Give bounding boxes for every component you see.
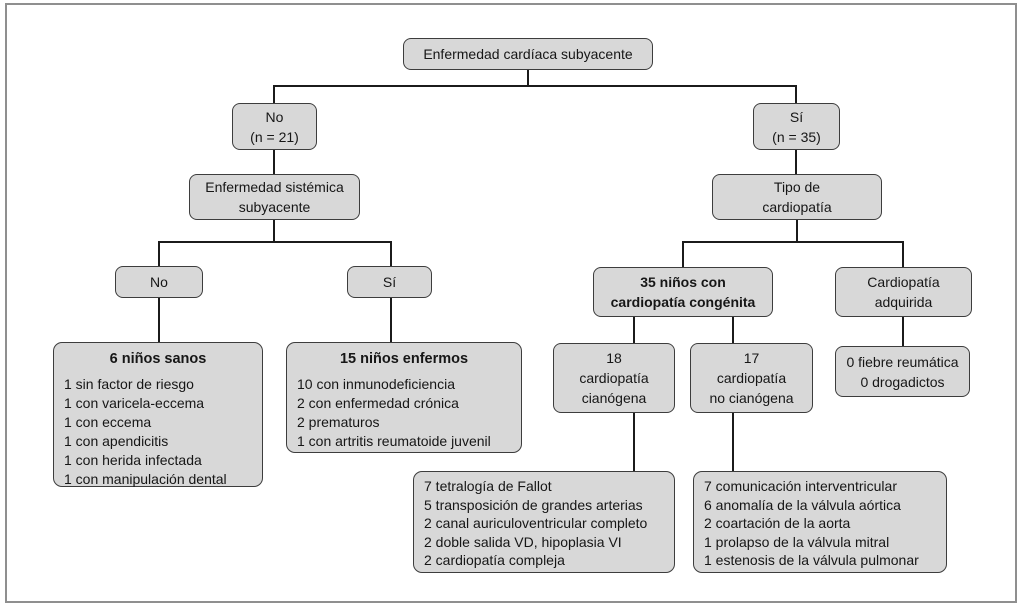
node-ninos-sanos: 6 niños sanos 1 sin factor de riesgo 1 c… bbox=[53, 342, 263, 487]
node-cardiopatia-cianogena: 18 cardiopatía cianógena bbox=[553, 343, 675, 413]
figure-frame bbox=[5, 3, 1017, 603]
connector-adquirida-detail bbox=[902, 317, 904, 346]
connector-sistemica-branch bbox=[158, 241, 392, 243]
connector-si-to-tipo bbox=[795, 150, 797, 174]
connector-to-adquirida bbox=[902, 242, 904, 267]
node-si-sistemica: Sí bbox=[347, 266, 432, 298]
node-no-cianogena-detalle: 7 comunicación interventricular 6 anomal… bbox=[693, 471, 947, 573]
node-root: Enfermedad cardíaca subyacente bbox=[403, 38, 653, 70]
connector-si-to-enfermos bbox=[390, 298, 392, 342]
node-enfermedad-sistemica: Enfermedad sistémica subyacente bbox=[189, 174, 360, 220]
ninos-sanos-items: 1 sin factor de riesgo 1 con varicela-ec… bbox=[64, 376, 227, 487]
connector-nocianogena-detail bbox=[732, 413, 734, 471]
node-adquirida-detalle: 0 fiebre reumática 0 drogadictos bbox=[835, 346, 970, 397]
node-no-sistemica: No bbox=[115, 266, 203, 298]
connector-to-si-sistemica bbox=[390, 242, 392, 268]
connector-congenita-nocianogena bbox=[732, 317, 734, 343]
node-no-n21: No (n = 21) bbox=[232, 103, 317, 150]
ninos-enfermos-items: 10 con inmunodeficiencia 2 con enfermeda… bbox=[297, 376, 491, 449]
connector-no-to-sistemica bbox=[273, 150, 275, 174]
node-cardiopatia-congenita: 35 niños con cardiopatía congénita bbox=[593, 267, 773, 317]
node-tipo-cardiopatia: Tipo de cardiopatía bbox=[712, 174, 882, 220]
node-cianogena-detalle: 7 tetralogía de Fallot 5 transposición d… bbox=[413, 471, 675, 573]
connector-cianogena-detail bbox=[633, 413, 635, 471]
connector-to-no-sistemica bbox=[158, 242, 160, 268]
connector-tipo-stem bbox=[796, 220, 798, 242]
node-cardiopatia-no-cianogena: 17 cardiopatía no cianógena bbox=[690, 343, 813, 413]
node-si-n35: Sí (n = 35) bbox=[753, 103, 840, 150]
no-cianogena-detalle-items: 7 comunicación interventricular 6 anomal… bbox=[704, 478, 919, 569]
connector-to-congenita bbox=[682, 242, 684, 267]
connector-tipo-branch bbox=[682, 241, 904, 243]
ninos-enfermos-title: 15 niños enfermos bbox=[339, 351, 469, 367]
node-cardiopatia-adquirida: Cardiopatía adquirida bbox=[835, 267, 972, 317]
connector-to-si-n35 bbox=[795, 86, 797, 103]
node-ninos-enfermos: 15 niños enfermos 10 con inmunodeficienc… bbox=[286, 342, 522, 453]
ninos-sanos-title: 6 niños sanos bbox=[109, 351, 207, 367]
connector-no-to-sanos bbox=[158, 298, 160, 343]
connector-to-no-n21 bbox=[273, 86, 275, 103]
connector-root-stem bbox=[527, 70, 529, 86]
connector-level1-branch bbox=[273, 85, 797, 87]
cianogena-detalle-items: 7 tetralogía de Fallot 5 transposición d… bbox=[424, 478, 648, 569]
connector-congenita-cianogena bbox=[633, 317, 635, 343]
connector-sistemica-stem bbox=[273, 220, 275, 242]
